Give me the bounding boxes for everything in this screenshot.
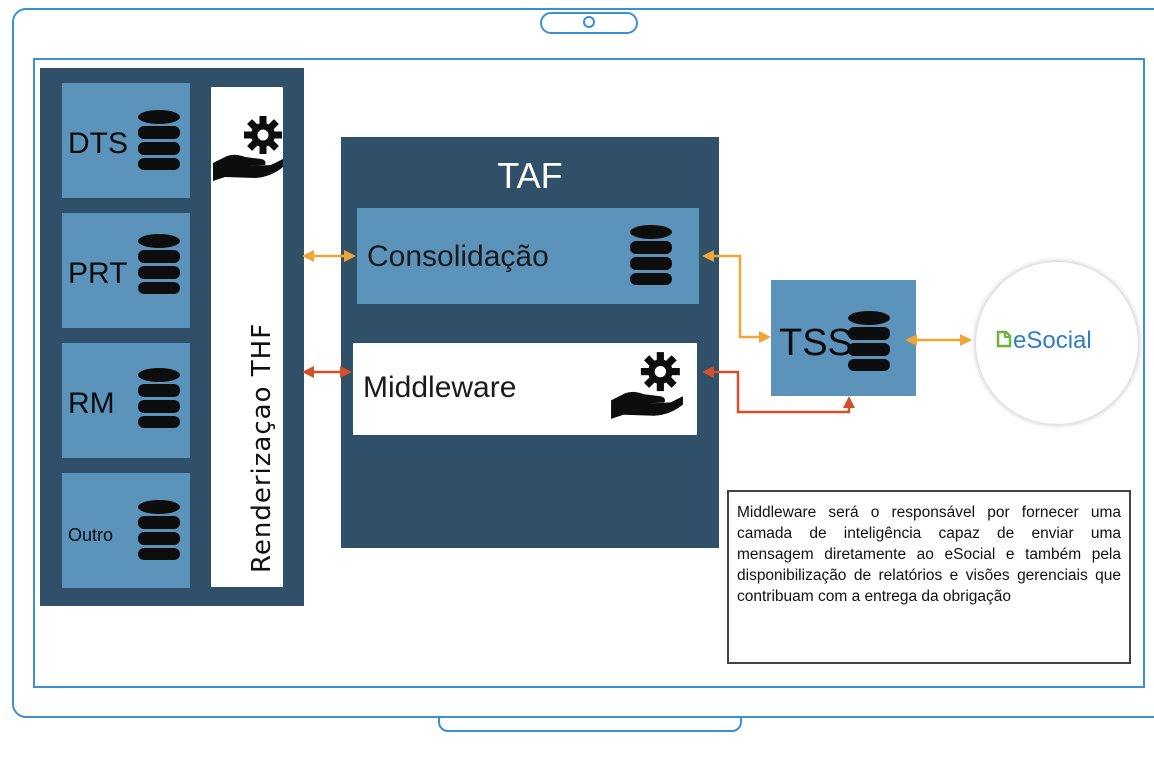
tss-label: TSS: [779, 322, 853, 364]
middleware-label: Middleware: [363, 371, 517, 404]
camera-housing: [540, 12, 638, 34]
database-icon: [848, 311, 890, 371]
esocial-logo-icon: [996, 330, 1012, 348]
laptop-frame: [12, 8, 1154, 718]
arrow-render-middleware: [302, 366, 352, 378]
source-box-rm: RM: [62, 343, 190, 458]
middleware-note-text: Middleware será o responsável por fornec…: [737, 504, 1121, 605]
source-box-prt: PRT: [62, 213, 190, 328]
arrow-middleware-tss: [702, 366, 855, 414]
source-label: RM: [68, 387, 115, 420]
esocial-circle: eSocial: [976, 262, 1138, 424]
consolidacao-label: Consolidação: [367, 240, 549, 273]
arrow-render-consolidacao: [302, 250, 356, 262]
source-box-dts: DTS: [62, 83, 190, 198]
database-icon: [138, 368, 180, 428]
source-label: Outro: [68, 525, 114, 545]
camera-lens: [583, 16, 595, 28]
arrow-tss-esocial: [905, 334, 972, 346]
source-box-outro: Outro: [62, 473, 190, 588]
database-icon: [630, 225, 672, 285]
taf-title: TAF: [497, 155, 563, 196]
taf-panel: TAF: [341, 137, 719, 548]
arrow-consolidacao-tss: [702, 250, 771, 343]
source-label: PRT: [68, 257, 128, 290]
render-layer-bar: Renderizaçao THF: [211, 87, 283, 587]
middleware-note: Middleware será o responsável por fornec…: [727, 490, 1131, 664]
tss-box: TSS: [771, 280, 916, 396]
consolidacao-box: Consolidação: [357, 208, 699, 304]
database-icon: [138, 234, 180, 294]
source-label: DTS: [68, 127, 128, 160]
laptop-screen: [33, 58, 1145, 688]
database-icon: [138, 500, 180, 560]
database-icon: [138, 110, 180, 170]
esocial-label: eSocial: [1013, 327, 1092, 354]
gear-hand-icon: [611, 352, 683, 419]
middleware-box: Middleware: [353, 343, 697, 435]
laptop-base-notch: [438, 716, 742, 732]
gear-hand-icon: [213, 116, 283, 181]
